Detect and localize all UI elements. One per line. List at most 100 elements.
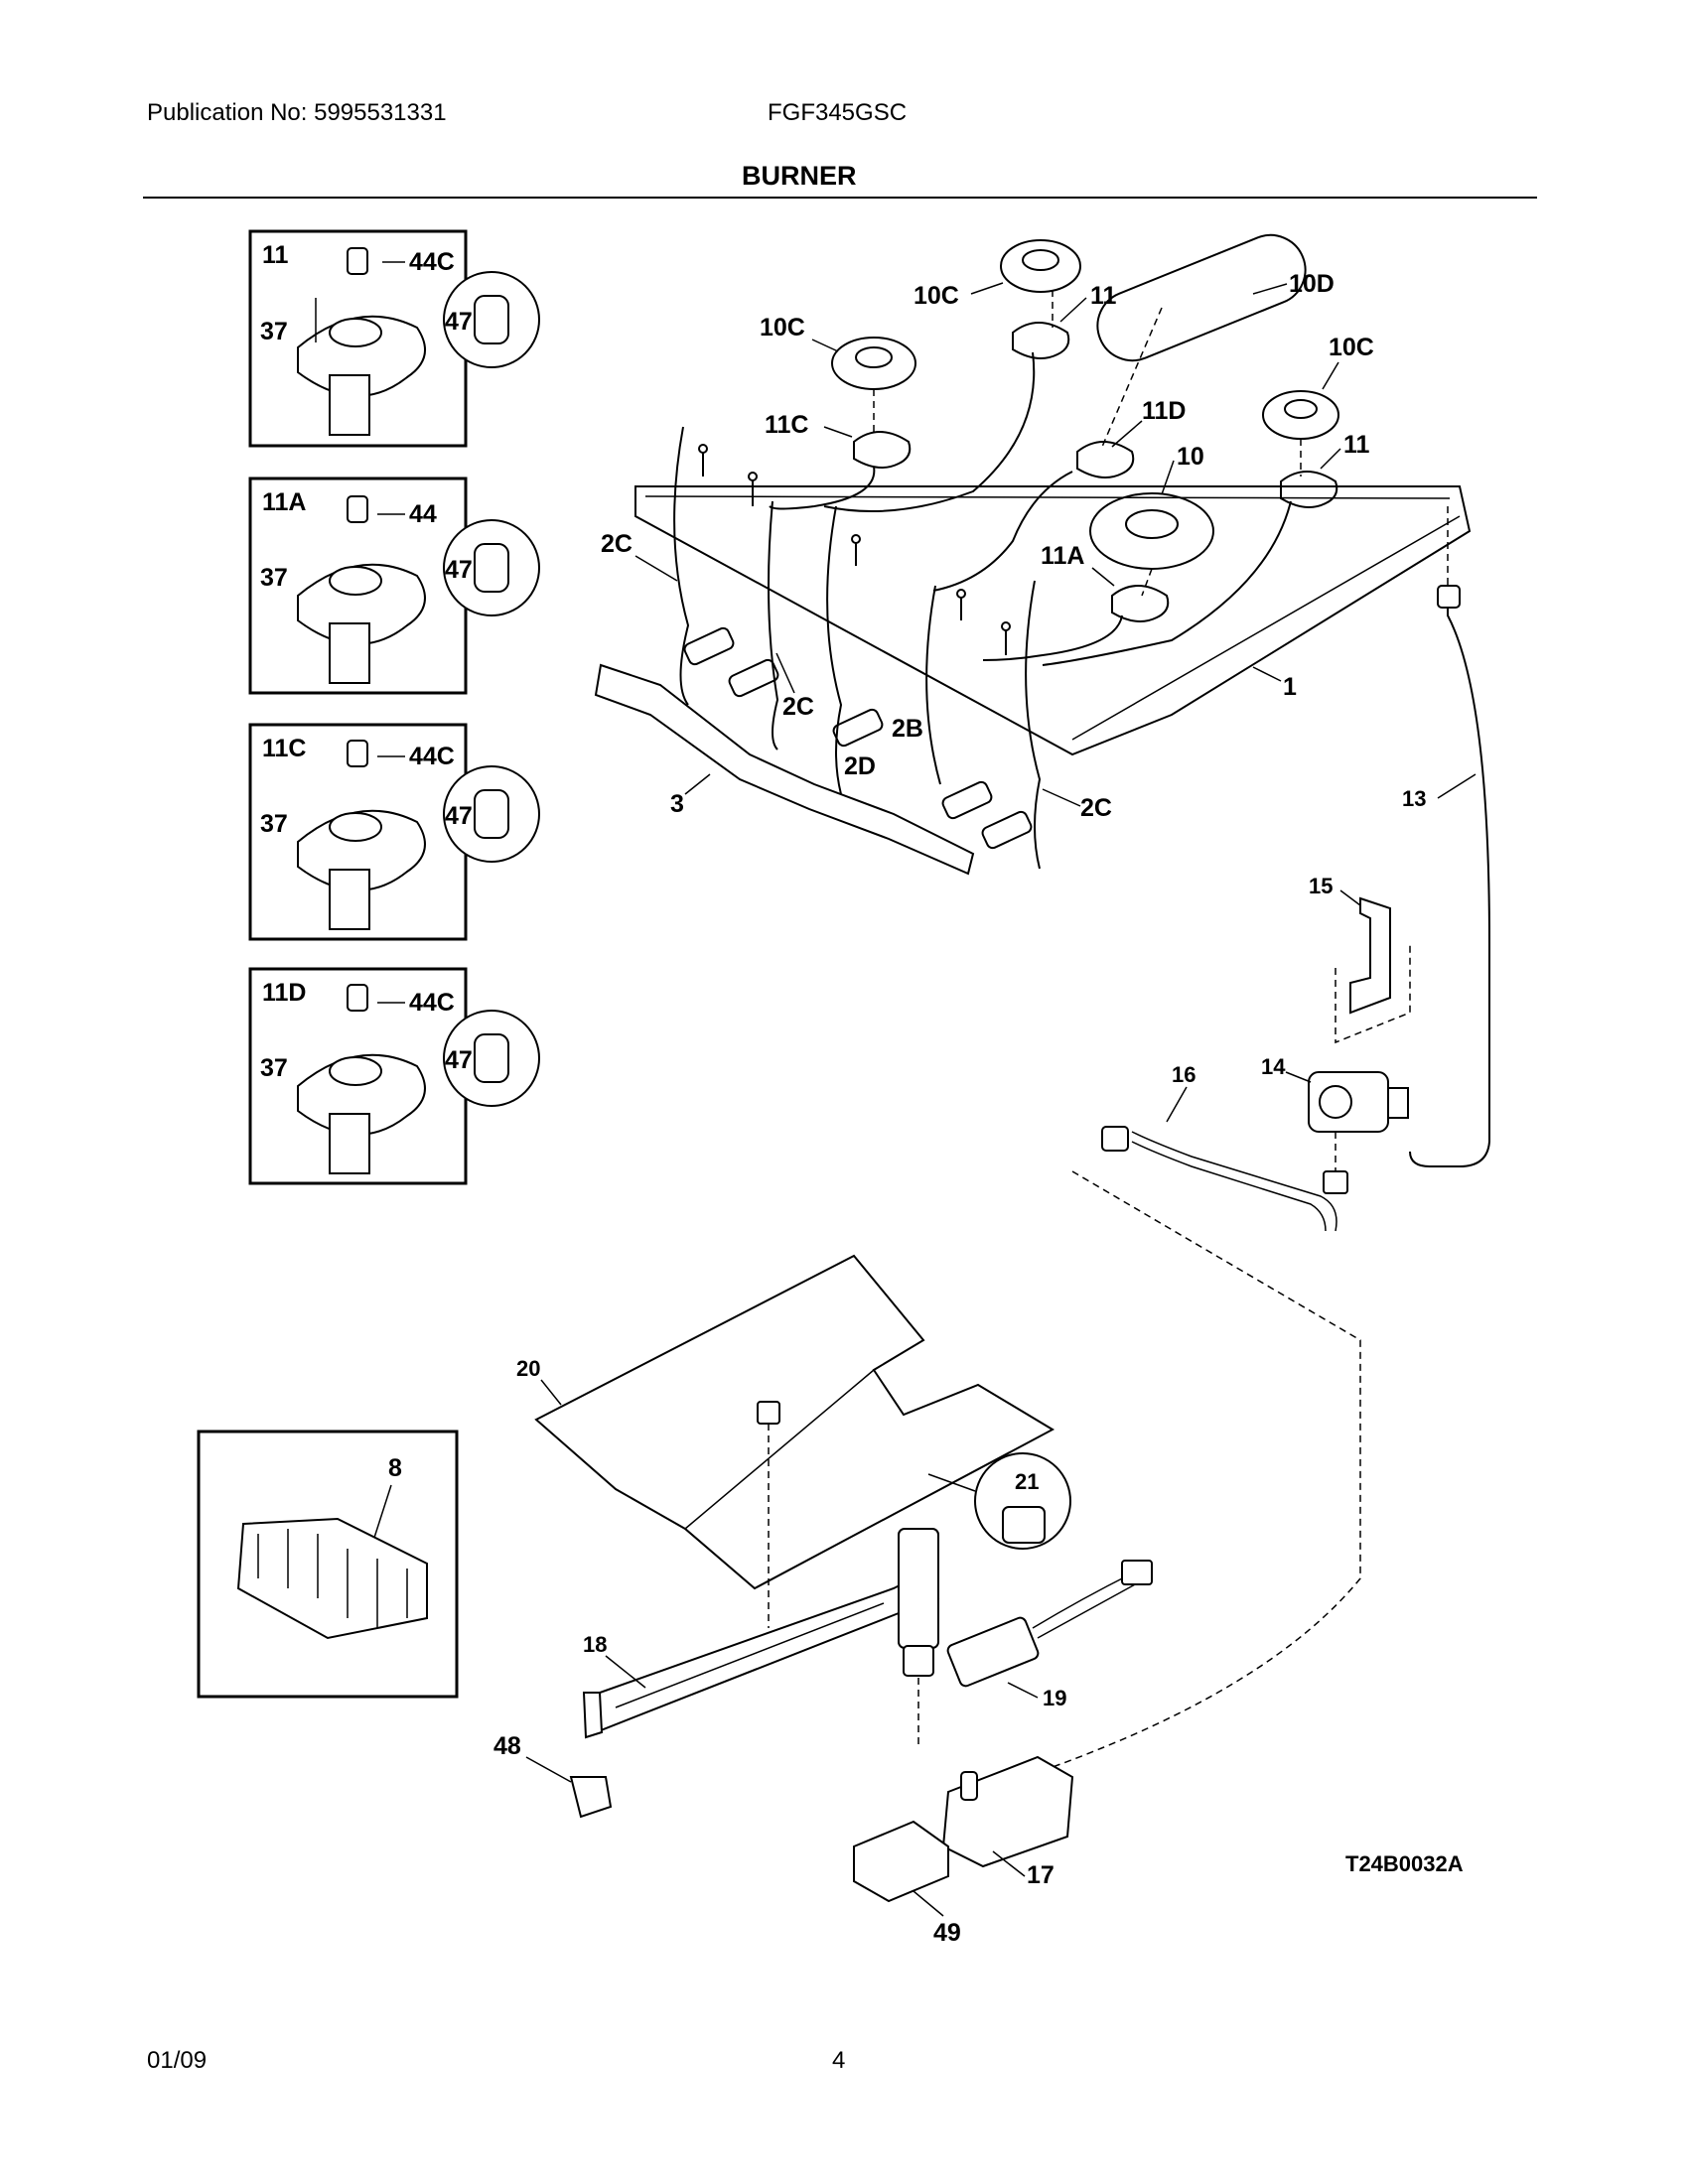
inset-title: 11A (262, 488, 306, 516)
gas-tube (769, 466, 876, 510)
wire (768, 500, 779, 751)
burner-head-icon (1012, 322, 1070, 359)
inset-box-11A: 11A 44 37 47 (248, 477, 540, 695)
venturi-icon (898, 1528, 939, 1677)
gas-tube (1042, 500, 1292, 666)
callout: 13 (1402, 786, 1426, 811)
callout: 11C (765, 411, 808, 439)
nut-detail-circle (974, 1452, 1071, 1550)
screw-icon (748, 472, 758, 506)
bracket-icon (853, 1820, 949, 1903)
oven-burner-tube-icon (584, 1567, 940, 1734)
nut-icon (757, 1401, 780, 1425)
callout: 10D (1289, 270, 1335, 298)
publication-number: Publication No: 5995531331 (147, 99, 447, 126)
callout: 48 (493, 1732, 521, 1760)
inset-label: 47 (445, 1046, 473, 1074)
wire (1025, 580, 1042, 870)
callout: 2C (601, 530, 633, 558)
inset-label: 37 (260, 564, 288, 592)
inset-label: 44C (409, 743, 455, 770)
callout: 15 (1309, 874, 1333, 898)
callout: 8 (388, 1454, 402, 1482)
header-rule (143, 197, 1537, 199)
inset-label: 47 (445, 802, 473, 830)
diagram-code: T24B0032A (1345, 1851, 1464, 1876)
callout: 18 (583, 1632, 607, 1657)
model-number: FGF345GSC (768, 99, 908, 126)
screw-icon (347, 984, 368, 1012)
burner-stem-icon (329, 622, 370, 684)
igniter-icon (946, 1560, 1153, 1688)
valve-icon (981, 810, 1033, 850)
burner-head-icon (853, 431, 912, 469)
callout: 11A (1041, 542, 1084, 570)
screw-icon (347, 740, 368, 767)
screw-icon (1001, 621, 1011, 655)
inset-title: 11D (262, 979, 306, 1007)
gas-tube (982, 614, 1123, 661)
callout: 21 (1015, 1469, 1039, 1494)
inset-label: 44C (409, 248, 455, 276)
gas-line-16 (1131, 1131, 1337, 1232)
burner-head-icon (1076, 441, 1135, 478)
inset-label: 47 (445, 556, 473, 584)
inset-label: 37 (260, 810, 288, 838)
spark-module-box (197, 1430, 459, 1699)
bracket-icon (1349, 896, 1391, 1015)
inset-title: 11 (262, 241, 289, 269)
callout: 19 (1043, 1686, 1066, 1710)
screw-icon (347, 495, 368, 523)
inset-label: 37 (260, 318, 288, 345)
gas-tube (932, 471, 1073, 592)
fitting-icon (1437, 585, 1461, 609)
spark-module-icon (236, 1517, 428, 1640)
callout: 11D (1142, 397, 1186, 425)
bracket-icon (569, 1776, 613, 1819)
burner-cap-icon (1262, 390, 1339, 440)
safety-valve-icon (941, 1755, 1074, 1868)
burner-bracket-icon (582, 1692, 604, 1739)
large-burner-icon (1089, 492, 1214, 570)
callout: 49 (933, 1919, 961, 1947)
callout: 2B (892, 715, 923, 743)
footer-page-number: 4 (832, 2047, 846, 2074)
burner-stem-icon (329, 869, 370, 930)
valve-icon (941, 780, 993, 820)
burner-cap-icon (831, 337, 916, 390)
pressure-regulator-icon (1308, 1071, 1409, 1133)
valve-icon (728, 658, 779, 698)
burner-cap-icon (1000, 239, 1081, 293)
inset-box-11D: 11D 44C 37 47 (248, 967, 540, 1185)
callout: 16 (1172, 1062, 1196, 1087)
callout: 3 (670, 790, 684, 818)
burner-stem-icon (329, 1113, 370, 1174)
gas-tube (823, 351, 1036, 512)
inset-box-11C: 11C 44C 37 47 (248, 723, 540, 941)
oval-burner-icon (1096, 233, 1307, 362)
callout: 14 (1261, 1054, 1286, 1079)
fitting-icon (1101, 1126, 1129, 1152)
section-title: BURNER (742, 161, 857, 191)
callout: 10 (1177, 443, 1204, 471)
gas-tube-13 (1409, 591, 1490, 1167)
screw-icon (851, 534, 861, 566)
callout: 11 (1343, 431, 1370, 459)
callout: 2D (844, 752, 876, 780)
burner-head-icon (1280, 471, 1338, 508)
callout: 10C (1329, 334, 1374, 361)
callout: 11 (1090, 282, 1117, 310)
nut-icon (1323, 1170, 1348, 1194)
inset-label: 37 (260, 1054, 288, 1082)
burner-head-icon (1111, 585, 1170, 622)
callout: 2C (1080, 794, 1112, 822)
burner-baffle-icon (534, 1254, 1055, 1590)
manifold-frame (634, 485, 1472, 756)
valve-icon (683, 626, 735, 666)
screw-icon (698, 444, 708, 477)
wire (925, 585, 941, 785)
inset-title: 11C (262, 735, 306, 762)
callout: 2C (782, 693, 814, 721)
callout: 10C (760, 314, 805, 341)
